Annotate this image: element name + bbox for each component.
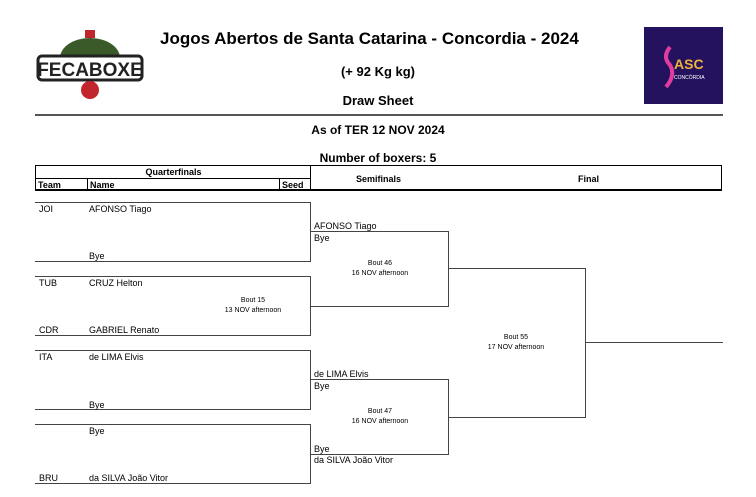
qf-bout-4 <box>35 424 311 484</box>
header-team: Team <box>38 180 61 190</box>
svg-text:FECABOXE: FECABOXE <box>37 60 143 81</box>
boxer-name: GABRIEL Renato <box>89 325 160 335</box>
page-title: Jogos Abertos de Santa Catarina - Concor… <box>160 29 579 48</box>
boxer-name: Bye <box>89 400 105 410</box>
header-name: Name <box>90 180 115 190</box>
divider <box>35 114 723 116</box>
svg-text:CONCÓRDIA: CONCÓRDIA <box>674 74 705 81</box>
header-semifinals: Semifinals <box>356 174 402 184</box>
as-of-date: As of TER 12 NOV 2024 <box>311 123 445 137</box>
team: CDR <box>39 325 59 335</box>
bracket-header: Quarterfinals Team Name Seed Semifinals … <box>35 165 722 191</box>
boxer-name: CRUZ Helton <box>89 278 143 288</box>
header-seed: Seed <box>282 180 304 190</box>
qf-bout-3 <box>35 350 311 410</box>
boxer-name: AFONSO Tiago <box>89 204 152 214</box>
svg-text:ASC: ASC <box>674 56 704 72</box>
number-of-boxers: Number of boxers: 5 <box>319 151 437 165</box>
boxer-name: Bye <box>89 251 105 261</box>
boxer-name: da SILVA João Vitor <box>89 473 169 483</box>
header-quarterfinals: Quarterfinals <box>145 167 202 177</box>
boxer-name: Bye <box>89 426 105 436</box>
team: ITA <box>39 352 53 362</box>
boxer-name: de LIMA Elvis <box>89 352 144 362</box>
final-bout <box>448 268 586 418</box>
weight-class: (+ 92 Kg kg) <box>340 64 416 79</box>
boxer-name: Bye <box>314 444 330 454</box>
sf-bout-1 <box>310 231 449 307</box>
header-final: Final <box>578 174 600 184</box>
jasc-logo: ASC CONCÓRDIA <box>644 27 723 104</box>
fecaboxe-logo: FECABOXE <box>35 28 145 104</box>
boxer-name: AFONSO Tiago <box>314 221 377 231</box>
qf-bout-1 <box>35 202 311 262</box>
team: BRU <box>39 473 59 483</box>
boxer-name: Bye <box>314 381 330 391</box>
sheet-title: Draw Sheet <box>342 93 414 108</box>
boxer-name: de LIMA Elvis <box>314 369 369 379</box>
team: TUB <box>39 278 57 288</box>
boxer-name: Bye <box>314 233 330 243</box>
team: JOI <box>39 204 54 214</box>
boxer-name: da SILVA João Vitor <box>314 455 394 465</box>
winner-line <box>585 342 723 343</box>
